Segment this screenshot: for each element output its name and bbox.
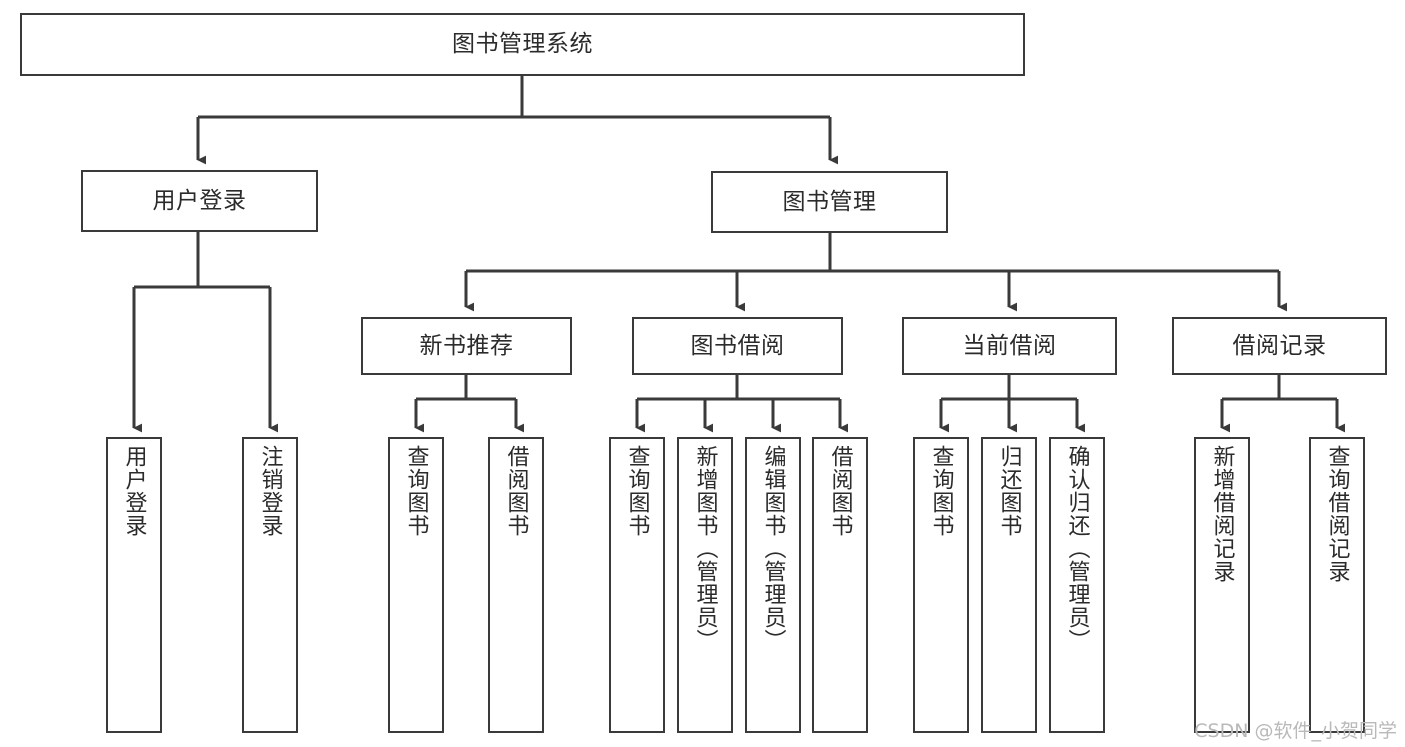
node-book-borrow-label: 图书借阅 — [690, 332, 785, 359]
leaf-add-book[interactable]: 新增图书（管理员） — [677, 437, 733, 733]
leaf-edit-book[interactable]: 编辑图书（管理员） — [745, 437, 801, 733]
node-borrow-record[interactable]: 借阅记录 — [1172, 317, 1387, 375]
leaf-query-book-1[interactable]: 查询图书 — [388, 437, 444, 733]
leaf-confirm-return-label: 确认归还（管理员） — [1064, 445, 1090, 652]
node-current-borrow-label: 当前借阅 — [962, 332, 1057, 359]
leaf-logout-login-label: 注销登录 — [257, 445, 283, 537]
watermark-text: CSDN @软件_小贺同学 — [1194, 720, 1397, 742]
node-book-borrow[interactable]: 图书借阅 — [632, 317, 843, 375]
leaf-query-book-1-label: 查询图书 — [403, 445, 429, 537]
leaf-borrow-book-1[interactable]: 借阅图书 — [488, 437, 544, 733]
leaf-query-book-2-label: 查询图书 — [624, 445, 650, 537]
leaf-confirm-return[interactable]: 确认归还（管理员） — [1049, 437, 1105, 733]
leaf-logout-login[interactable]: 注销登录 — [242, 437, 298, 733]
node-new-book-recommend[interactable]: 新书推荐 — [361, 317, 572, 375]
leaf-add-book-label: 新增图书（管理员） — [692, 445, 718, 652]
leaf-query-record[interactable]: 查询借阅记录 — [1309, 437, 1365, 733]
node-book-management-label: 图书管理 — [782, 188, 877, 215]
node-current-borrow[interactable]: 当前借阅 — [902, 317, 1117, 375]
leaf-query-book-2[interactable]: 查询图书 — [609, 437, 665, 733]
node-user-login-label: 用户登录 — [152, 187, 247, 214]
node-new-book-recommend-label: 新书推荐 — [419, 332, 514, 359]
leaf-borrow-book-1-label: 借阅图书 — [503, 445, 529, 537]
node-root-label: 图书管理系统 — [452, 31, 593, 58]
leaf-return-book-label: 归还图书 — [996, 445, 1022, 537]
node-root[interactable]: 图书管理系统 — [20, 13, 1025, 76]
leaf-borrow-book-2[interactable]: 借阅图书 — [812, 437, 868, 733]
leaf-query-record-label: 查询借阅记录 — [1324, 445, 1350, 583]
node-borrow-record-label: 借阅记录 — [1232, 332, 1327, 359]
node-book-management[interactable]: 图书管理 — [711, 171, 948, 233]
leaf-borrow-book-2-label: 借阅图书 — [827, 445, 853, 537]
leaf-query-book-3[interactable]: 查询图书 — [913, 437, 969, 733]
leaf-edit-book-label: 编辑图书（管理员） — [760, 445, 786, 652]
leaf-user-login[interactable]: 用户登录 — [106, 437, 162, 733]
leaf-add-record[interactable]: 新增借阅记录 — [1194, 437, 1250, 733]
node-user-login[interactable]: 用户登录 — [81, 170, 318, 232]
leaf-add-record-label: 新增借阅记录 — [1209, 445, 1235, 583]
leaf-return-book[interactable]: 归还图书 — [981, 437, 1037, 733]
leaf-query-book-3-label: 查询图书 — [928, 445, 954, 537]
leaf-user-login-label: 用户登录 — [121, 445, 147, 537]
